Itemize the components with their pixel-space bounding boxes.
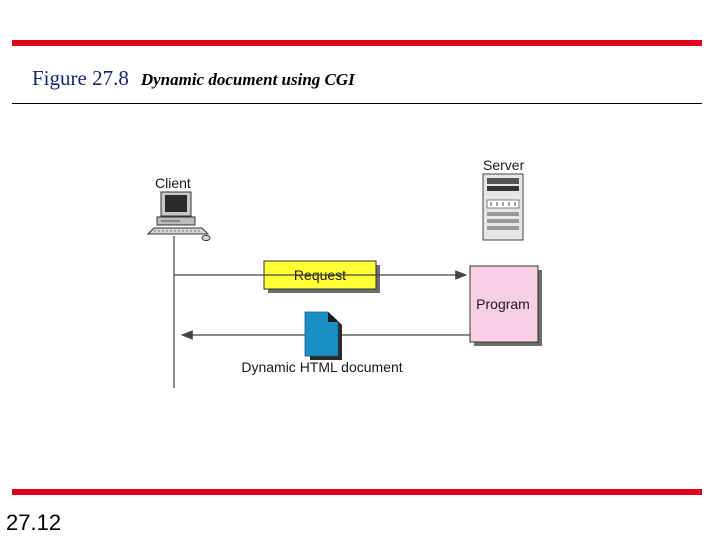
figure-number: Figure 27.8 bbox=[32, 66, 129, 90]
program-box bbox=[469, 265, 539, 343]
figure-caption: Dynamic document using CGI bbox=[140, 70, 355, 89]
response-label: Dynamic HTML document bbox=[241, 359, 402, 375]
server-icon bbox=[482, 173, 524, 241]
client-label: Client bbox=[155, 175, 191, 191]
server-label: Server bbox=[483, 157, 525, 173]
computer-icon bbox=[146, 191, 211, 241]
title-underline bbox=[12, 103, 702, 104]
top-red-rule bbox=[12, 40, 702, 46]
slide-number: 27.12 bbox=[6, 510, 62, 535]
document-icon bbox=[304, 311, 342, 360]
bottom-red-rule bbox=[12, 489, 702, 495]
program-label: Program bbox=[476, 296, 530, 312]
figure-title: Figure 27.8 Dynamic document using CGI bbox=[32, 66, 355, 91]
